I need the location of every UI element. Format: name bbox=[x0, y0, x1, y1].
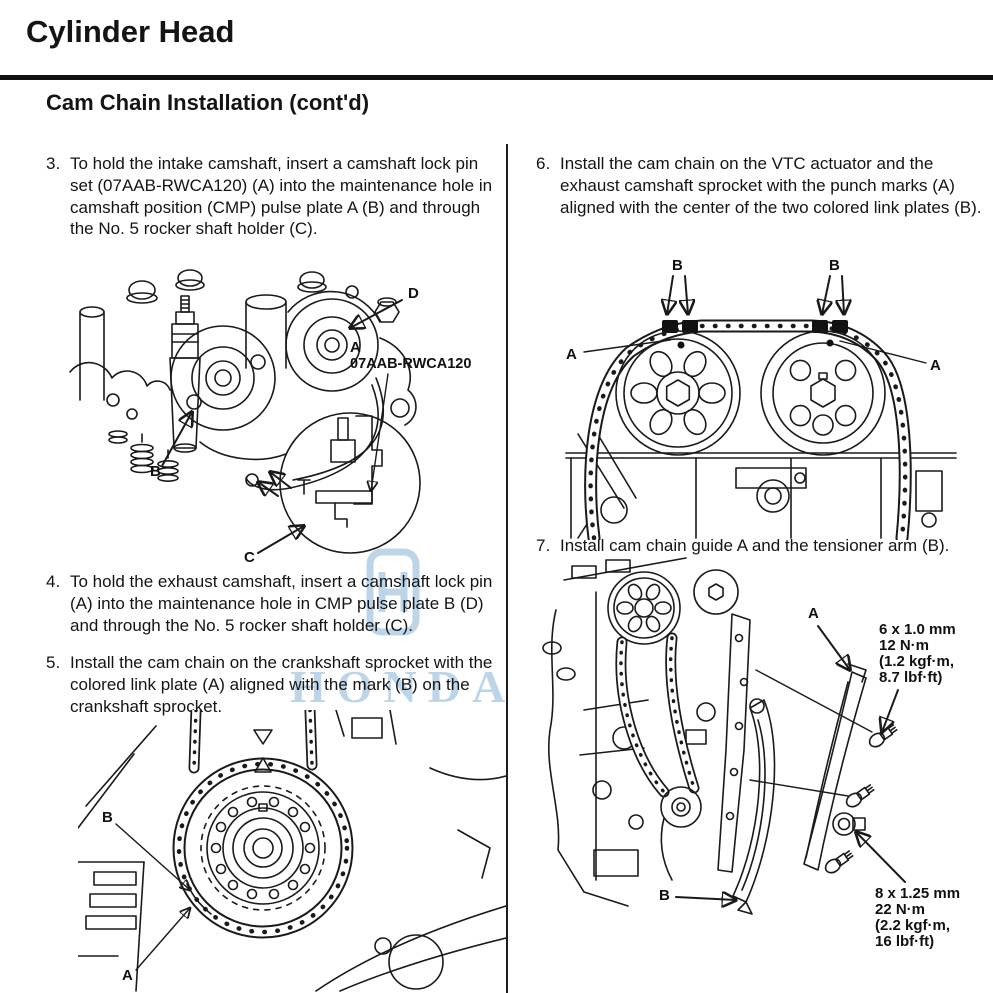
label-b: B bbox=[150, 463, 161, 480]
cam-chain-ring bbox=[172, 757, 354, 939]
torque-spec-8mm: 8 x 1.25 mm 22 N·m (2.2 kgf·m, 16 lbf·ft… bbox=[875, 885, 960, 950]
svg-text:16 lbf·ft): 16 lbf·ft) bbox=[875, 933, 934, 950]
label-part-number: 07AAB-RWCA120 bbox=[350, 356, 471, 372]
socket-bolt bbox=[832, 812, 866, 836]
honda-watermark: HONDA bbox=[290, 548, 610, 713]
cmp-pulse-plate-b bbox=[285, 285, 381, 392]
tdc-mark bbox=[253, 729, 273, 745]
header-rule bbox=[0, 75, 993, 80]
label-a: A bbox=[350, 339, 361, 356]
column-divider bbox=[506, 144, 508, 993]
vtc-sprocket-top bbox=[607, 569, 739, 645]
cmp-pulse-plate-a bbox=[170, 325, 276, 431]
step-6-number: 6. bbox=[536, 154, 551, 173]
punch-mark-right bbox=[826, 339, 834, 347]
cam-chain bbox=[584, 319, 912, 540]
step-4-text: To hold the exhaust camshaft, insert a c… bbox=[70, 572, 493, 635]
vtc-actuator bbox=[615, 330, 741, 456]
sprocket-mark bbox=[254, 757, 272, 773]
step-3-text: To hold the intake camshaft, insert a ca… bbox=[70, 154, 493, 239]
svg-text:8.7 lbf·ft): 8.7 lbf·ft) bbox=[879, 669, 942, 686]
svg-text:8 x 1.25 mm: 8 x 1.25 mm bbox=[875, 885, 960, 902]
step-5: 5. Install the cam chain on the cranksha… bbox=[46, 652, 501, 717]
svg-text:6 x 1.0 mm: 6 x 1.0 mm bbox=[879, 621, 956, 638]
step-7: 7. Install cam chain guide A and the ten… bbox=[536, 535, 988, 557]
svg-text:12 N·m: 12 N·m bbox=[879, 637, 929, 654]
exhaust-camshaft-sprocket bbox=[760, 330, 886, 456]
label-b-left: B bbox=[672, 257, 683, 274]
honda-watermark-text: HONDA bbox=[290, 661, 517, 712]
camshaft-lock-pin-tool bbox=[169, 295, 201, 453]
colored-link-plate bbox=[662, 320, 678, 333]
diagram4-labels: A B 6 x 1.0 mm 12 N·m (1.2 kgf·m, 8.7 lb… bbox=[659, 605, 960, 950]
crankshaft-sprocket bbox=[200, 729, 326, 911]
label-a: A bbox=[122, 967, 133, 984]
label-a-left: A bbox=[566, 346, 577, 363]
label-a: A bbox=[808, 605, 819, 622]
cam-chain-run bbox=[615, 632, 702, 881]
diagram-cam-chain-sprockets: B B A A bbox=[565, 257, 957, 540]
step-3-number: 3. bbox=[46, 154, 61, 173]
chain-strands bbox=[188, 710, 318, 774]
label-b: B bbox=[659, 887, 670, 904]
diagram1-labels: D A 07AAB-RWCA120 B C bbox=[150, 285, 471, 566]
step-5-text: Install the cam chain on the crankshaft … bbox=[70, 653, 493, 716]
svg-text:22 N·m: 22 N·m bbox=[875, 901, 925, 918]
label-b-right: B bbox=[829, 257, 840, 274]
diagram-camshaft-lock-pin: D A 07AAB-RWCA120 B C bbox=[69, 269, 471, 566]
honda-logo-icon bbox=[366, 548, 420, 636]
step-5-number: 5. bbox=[46, 653, 61, 672]
diagram-chain-guide-tensioner: A B 6 x 1.0 mm 12 N·m (1.2 kgf·m, 8.7 lb… bbox=[542, 557, 960, 950]
page-title: Cylinder Head bbox=[26, 14, 235, 49]
label-b: B bbox=[102, 809, 113, 826]
colored-link-plate bbox=[812, 320, 828, 333]
step-6: 6. Install the cam chain on the VTC actu… bbox=[536, 153, 988, 218]
step-4: 4. To hold the exhaust camshaft, insert … bbox=[46, 571, 501, 636]
step-3: 3. To hold the intake camshaft, insert a… bbox=[46, 153, 498, 240]
label-a-right: A bbox=[930, 357, 941, 374]
colored-link-plate bbox=[682, 320, 698, 333]
torque-spec-6mm: 6 x 1.0 mm 12 N·m (1.2 kgf·m, 8.7 lbf·ft… bbox=[879, 621, 956, 686]
svg-text:(2.2 kgf·m,: (2.2 kgf·m, bbox=[875, 917, 950, 934]
lock-pin-wire bbox=[245, 384, 379, 491]
punch-mark-left bbox=[677, 341, 685, 349]
diagram3-labels: B A bbox=[102, 809, 190, 984]
step-4-number: 4. bbox=[46, 572, 61, 591]
diagram2-labels: B B A A bbox=[566, 257, 941, 374]
lock-pin-detail-circle bbox=[279, 412, 421, 554]
diagram-crankshaft-sprocket: B A bbox=[78, 710, 506, 992]
section-title: Cam Chain Installation (cont'd) bbox=[46, 90, 370, 115]
engine-block bbox=[542, 557, 751, 907]
cylinder-head-assembly bbox=[69, 269, 417, 497]
step-7-number: 7. bbox=[536, 536, 551, 555]
step-6-text: Install the cam chain on the VTC actuato… bbox=[560, 154, 982, 217]
colored-link-plate bbox=[832, 320, 848, 333]
step-7-text: Install cam chain guide A and the tensio… bbox=[560, 536, 950, 555]
label-c: C bbox=[244, 549, 255, 566]
label-d: D bbox=[408, 285, 419, 302]
engine-case-background bbox=[78, 710, 506, 992]
svg-text:(1.2 kgf·m,: (1.2 kgf·m, bbox=[879, 653, 954, 670]
mounting-bolts bbox=[749, 669, 898, 874]
cam-chain-guide bbox=[803, 663, 867, 871]
